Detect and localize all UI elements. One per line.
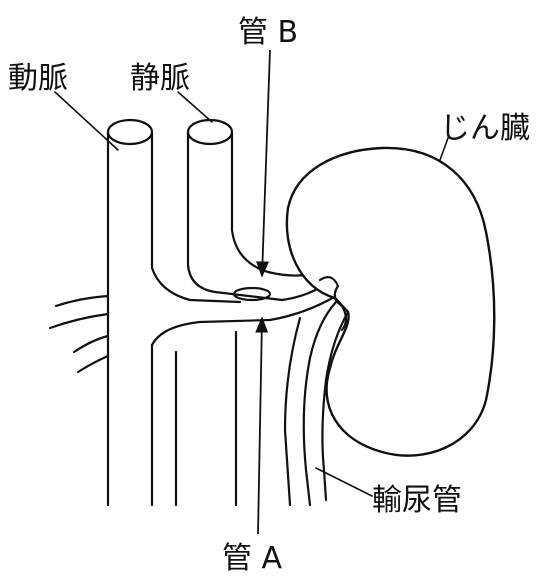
kidney-shape xyxy=(287,148,494,456)
artery-label: 動脈 xyxy=(8,61,68,96)
tube-a-arrow xyxy=(258,318,262,534)
side-branches xyxy=(50,296,108,372)
artery-shape xyxy=(108,120,152,505)
ureter-label: 輸尿管 xyxy=(372,483,462,518)
tube-b-label: 管 B xyxy=(238,15,298,50)
vein-label: 静脈 xyxy=(130,61,190,96)
vein-leader xyxy=(178,92,212,122)
lower-vessels xyxy=(176,318,300,505)
tube-b-arrow xyxy=(262,50,270,276)
tube-a-label: 管 A xyxy=(222,541,283,576)
kidney-label: じん臓 xyxy=(440,111,530,146)
